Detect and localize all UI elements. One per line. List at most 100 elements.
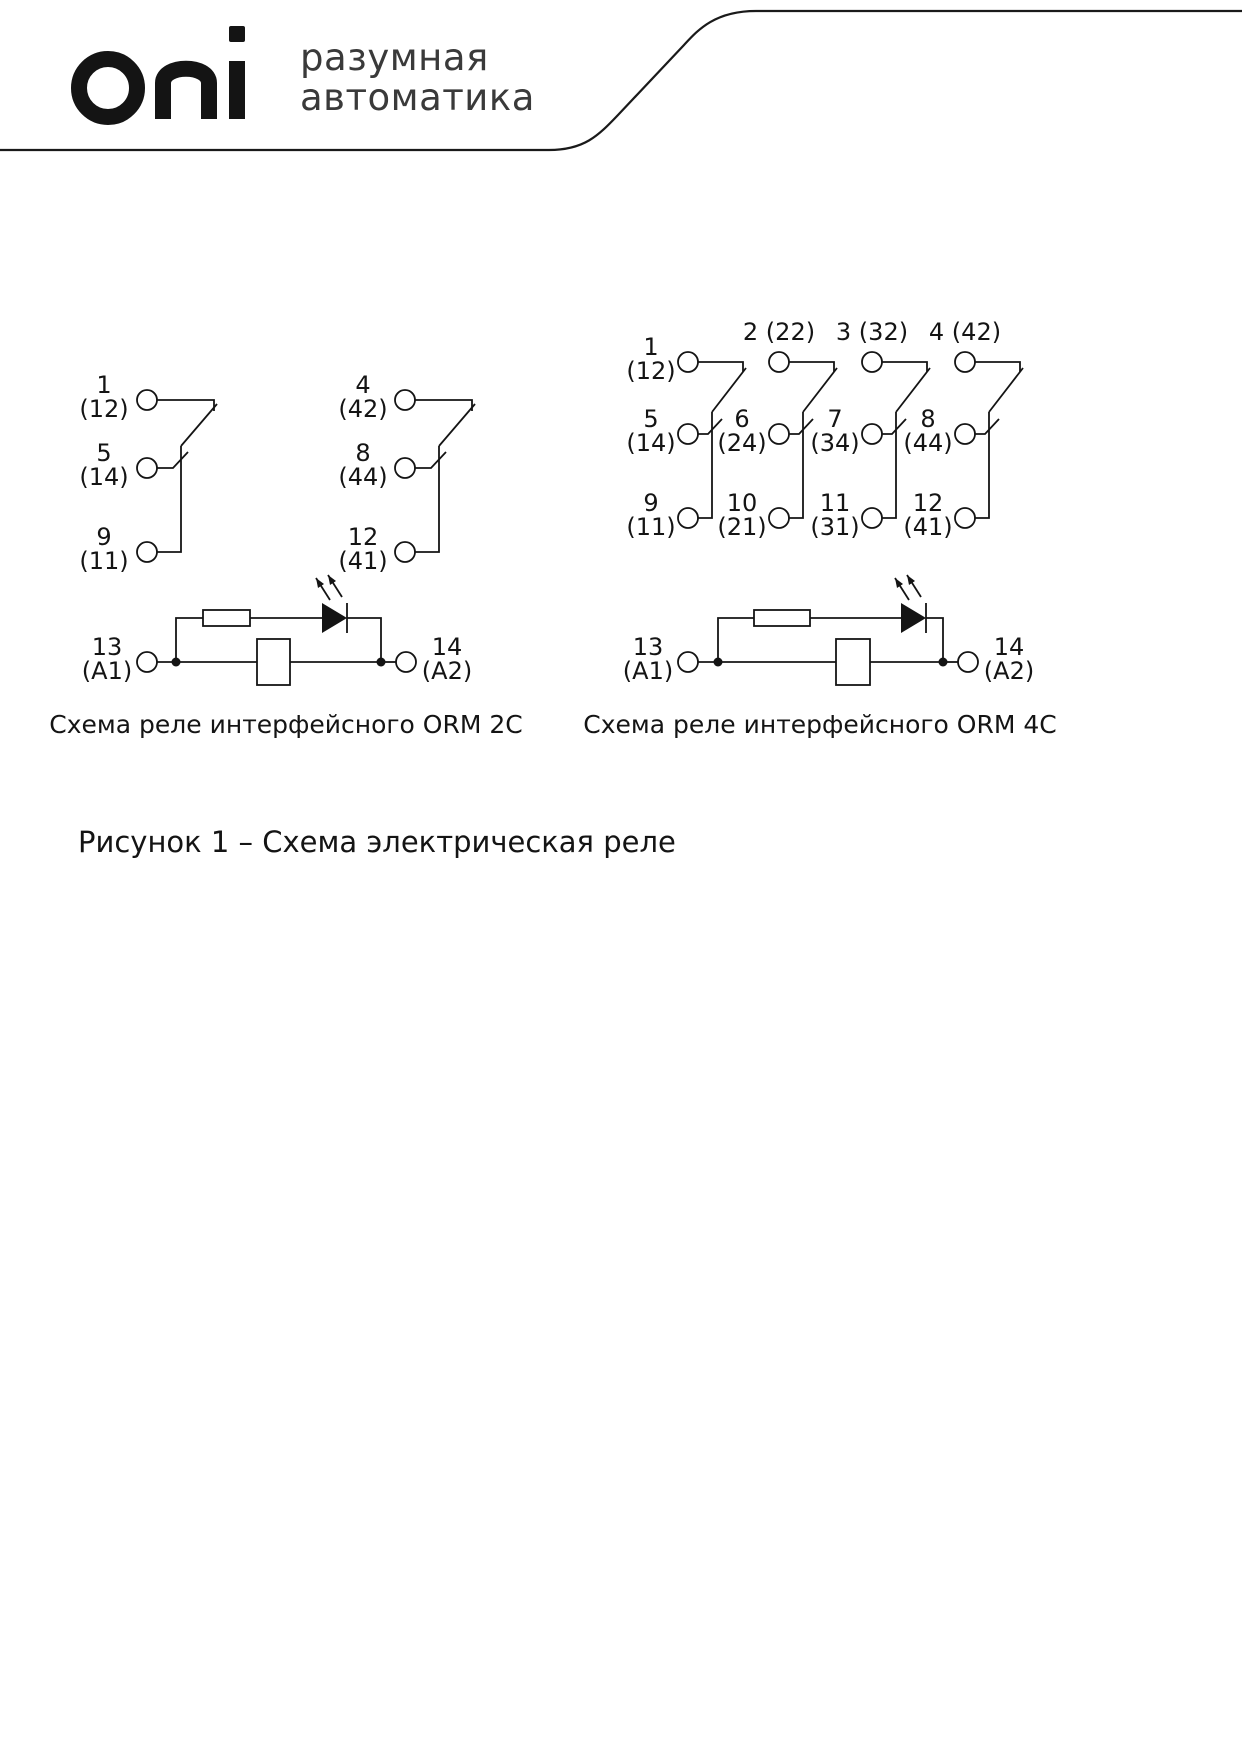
terminal-code: (44) (338, 463, 387, 491)
terminal-circle (394, 457, 416, 479)
terminal-code: (42) (338, 395, 387, 423)
terminal-code: (31) (810, 513, 859, 541)
nc-contact-wire (789, 361, 835, 372)
orm4c-contact-group-4: 4 (42) 8 (44) 12 (41) (903, 318, 1024, 541)
common-wire (698, 412, 713, 519)
figure-caption: Рисунок 1 – Схема электрическая реле (78, 825, 676, 859)
terminal-code: (41) (903, 513, 952, 541)
terminal-number: 14 (432, 633, 463, 661)
terminal-code: (11) (626, 513, 675, 541)
led-arrowhead (907, 575, 915, 585)
switch-arm (988, 367, 1024, 413)
terminal-number: 7 (827, 405, 842, 433)
relay-coil (256, 638, 291, 686)
switch-arm (711, 367, 747, 413)
terminal-code: (12) (626, 357, 675, 385)
brand-tagline-line1: разумная (300, 36, 489, 79)
terminal-number: 1 (96, 371, 111, 399)
led-arrowhead (895, 578, 903, 588)
terminal-code: (14) (626, 429, 675, 457)
terminal-number: 11 (820, 489, 851, 517)
led-arrowhead (328, 575, 336, 585)
terminal-label: 3 (32) (836, 318, 908, 346)
terminal-code: (A1) (82, 657, 132, 685)
terminal-circle (768, 351, 790, 373)
no-contact-wire (698, 418, 723, 435)
nc-contact-wire (698, 361, 744, 372)
orm4c-caption: Схема реле интерфейсного ORM 4C (583, 710, 1056, 739)
terminal-circle (136, 651, 158, 673)
terminal-circle (954, 351, 976, 373)
no-contact-wire (789, 418, 814, 435)
terminal-label: 2 (22) (743, 318, 815, 346)
terminal-circle (677, 651, 699, 673)
terminal-circle (954, 423, 976, 445)
common-wire (975, 412, 990, 519)
terminal-code: (14) (79, 463, 128, 491)
switch-arm (895, 367, 931, 413)
led-arrowhead (316, 578, 324, 588)
oni-logo-icon (71, 26, 245, 125)
terminal-code: (34) (810, 429, 859, 457)
orm2c-caption: Схема реле интерфейсного ORM 2C (49, 710, 522, 739)
terminal-code: (A1) (623, 657, 673, 685)
orm2c-diagram: 1 (12) 5 (14) 9 (11) 4 (42) 8 (44) 12 (49, 371, 522, 739)
orm4c-contact-group-2: 2 (22) 6 (24) 10 (21) (717, 318, 838, 541)
switch-arm (802, 367, 838, 413)
terminal-circle (957, 651, 979, 673)
nc-contact-wire (157, 399, 215, 411)
orm4c-coil-circuit: 13 (A1) 14 (A2) (623, 574, 1034, 686)
resistor (202, 609, 251, 627)
terminal-number: 13 (92, 633, 123, 661)
terminal-number: 8 (920, 405, 935, 433)
orm2c-contact-group-1: 1 (12) 5 (14) 9 (11) (79, 371, 218, 575)
logo-letter-n (155, 60, 217, 119)
resistor (753, 609, 811, 627)
led-branch-wire (175, 617, 203, 662)
terminal-circle (136, 389, 158, 411)
led-branch-wire (926, 617, 944, 662)
terminal-number: 9 (96, 523, 111, 551)
orm4c-contact-group-1: 1 (12) 5 (14) 9 (11) (626, 333, 747, 541)
header: разумная автоматика (0, 9, 1242, 152)
common-wire (882, 412, 897, 519)
orm4c-contact-group-3: 3 (32) 7 (34) 11 (31) (810, 318, 931, 541)
terminal-circle (677, 507, 699, 529)
terminal-label: 4 (42) (929, 318, 1001, 346)
common-wire (157, 446, 182, 553)
terminal-code: (12) (79, 395, 128, 423)
terminal-circle (677, 423, 699, 445)
header-divider-swoosh (0, 9, 1242, 152)
terminal-circle (954, 507, 976, 529)
terminal-code: (44) (903, 429, 952, 457)
terminal-circle (394, 389, 416, 411)
led-diode-triangle (322, 603, 347, 633)
logo-letter-i-dot (229, 26, 245, 42)
terminal-code: (11) (79, 547, 128, 575)
terminal-number: 4 (355, 371, 370, 399)
terminal-number: 12 (348, 523, 379, 551)
orm4c-diagram: 1 (12) 5 (14) 9 (11) 2 (22) 6 (24) 10 (2 (583, 318, 1056, 739)
terminal-circle (861, 423, 883, 445)
terminal-number: 1 (643, 333, 658, 361)
terminal-code: (41) (338, 547, 387, 575)
switch-arm (180, 403, 218, 447)
terminal-circle (861, 351, 883, 373)
terminal-number: 8 (355, 439, 370, 467)
led-branch-wire (717, 617, 754, 662)
brand-tagline-line2: автоматика (300, 76, 535, 119)
terminal-number: 5 (643, 405, 658, 433)
no-contact-wire (975, 418, 1000, 435)
terminal-circle (394, 541, 416, 563)
no-contact-wire (157, 451, 189, 469)
terminal-number: 6 (734, 405, 749, 433)
terminal-number: 12 (913, 489, 944, 517)
led-branch-wire (347, 617, 382, 662)
relay-coil (835, 638, 871, 686)
terminal-circle (861, 507, 883, 529)
nc-contact-wire (882, 361, 928, 372)
common-wire (789, 412, 804, 519)
terminal-circle (136, 541, 158, 563)
no-contact-wire (882, 418, 907, 435)
